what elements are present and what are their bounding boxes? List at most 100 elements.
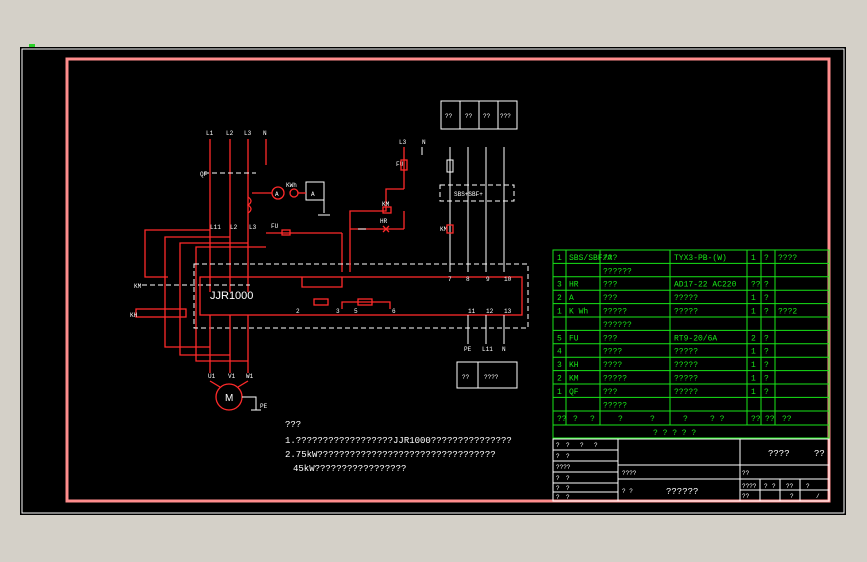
- tb-cell: ?: [556, 475, 560, 482]
- tb-small-cell: ?: [764, 483, 768, 490]
- title-box-cell: ??: [445, 113, 453, 120]
- drawing-name-suffix: ??: [814, 449, 825, 459]
- bom-cell: ????: [603, 348, 622, 357]
- bom-cell: 5: [557, 334, 562, 343]
- bom-cell: 1: [751, 361, 756, 370]
- bom-cell: 1: [557, 254, 562, 263]
- bom-cell: TYX3-PB-(W): [674, 254, 727, 263]
- bom-cell: RT9-20/6A: [674, 334, 717, 343]
- terminal-label: L3: [244, 130, 252, 137]
- tb-cell: ?: [556, 453, 560, 460]
- bom-cell: ?????: [674, 294, 698, 303]
- inner-number: 12: [486, 308, 494, 315]
- bom-cell: ??????: [603, 321, 632, 330]
- bom-cell: K Wh: [569, 308, 588, 317]
- jjr1000-controller: [193, 263, 529, 329]
- inner-number: 13: [504, 308, 512, 315]
- tb-label: ????: [622, 470, 637, 477]
- tb-cell: ?: [594, 442, 598, 449]
- small-box-cell: ??: [462, 374, 470, 381]
- bom-header-cell: ??: [557, 415, 567, 424]
- control-km-label: KM: [382, 201, 390, 208]
- inner-number: 7: [448, 276, 452, 283]
- bom-cell: ?: [764, 334, 769, 343]
- bottom-term-label: L11: [482, 346, 493, 353]
- bom-cell: ???: [603, 254, 618, 263]
- bom-cell: AD17-22 AC220: [674, 281, 737, 290]
- tb-small-cell: ?: [772, 483, 776, 490]
- bom-cell: ????: [778, 254, 797, 263]
- bom-cell: SBS/SBF/A: [569, 254, 612, 263]
- note-line: ???: [285, 420, 301, 430]
- tb-cell: ?: [566, 442, 570, 449]
- tb-bottom-mid: ? ?: [622, 488, 633, 495]
- breaker-tag: FU: [271, 223, 279, 230]
- bom-header-cell: ??: [782, 415, 792, 424]
- inner-number: 9: [486, 276, 490, 283]
- bom-cell: 3: [557, 361, 562, 370]
- bom-cell: ?: [764, 361, 769, 370]
- tb-small-cell: ??: [786, 483, 794, 490]
- tb-label: ??: [742, 470, 750, 477]
- bom-cell: 2: [751, 334, 756, 343]
- bom-cell: 4: [557, 348, 562, 357]
- breaker-tag: L11: [210, 224, 221, 231]
- note-line: 2.75kW?????????????????????????????????: [285, 450, 496, 460]
- tb-small-cell: /: [816, 493, 820, 500]
- terminal-label: L2: [226, 130, 234, 137]
- inner-number: 10: [504, 276, 512, 283]
- note-line: 1.??????????????????JJR1000?????????????…: [285, 436, 512, 446]
- bom-cell: ?: [764, 254, 769, 263]
- motor-terminal: W1: [246, 373, 254, 380]
- bom-cell: ?: [764, 348, 769, 357]
- bom-cell: QF: [569, 388, 579, 397]
- inner-number: 11: [468, 308, 476, 315]
- tb-bottom-right: ??????: [666, 487, 698, 497]
- inner-number: 6: [392, 308, 396, 315]
- tb-small-cell: ?: [806, 483, 810, 490]
- ammeter-symbol: A: [311, 191, 315, 198]
- bom-cell: ?: [764, 388, 769, 397]
- bom-cell: ?: [764, 308, 769, 317]
- inner-number: 2: [296, 308, 300, 315]
- overload-relay-icon: [135, 308, 187, 318]
- bom-cell: ?????: [674, 361, 698, 370]
- bom-cell: 1: [751, 348, 756, 357]
- title-box-cell: ???: [500, 113, 511, 120]
- bom-cell: ???: [603, 334, 618, 343]
- bom-cell: 3: [557, 281, 562, 290]
- control-fu-label: FU: [396, 161, 404, 168]
- terminal-label: L1: [206, 130, 214, 137]
- tb-small-cell: ????: [742, 483, 757, 490]
- tb-small-cell: ??: [742, 493, 750, 500]
- tb-cell: ?: [566, 453, 570, 460]
- tb-cell: ?: [566, 494, 570, 501]
- breaker-tag: L2: [230, 224, 238, 231]
- bom-header-cell: ?: [650, 415, 655, 424]
- bom-cell: ?????: [674, 348, 698, 357]
- qf-label: QF: [200, 171, 208, 178]
- small-box: [456, 361, 518, 389]
- bom-cell: ???2: [778, 308, 797, 317]
- bom-cell: 1: [751, 294, 756, 303]
- bottom-term-label: PE: [464, 346, 472, 353]
- motor-terminal: U1: [208, 373, 216, 380]
- tb-cell: ?: [566, 475, 570, 482]
- bom-cell: KM: [569, 375, 579, 384]
- contactor-label: KM: [134, 283, 142, 290]
- relay-label: KH: [130, 312, 138, 319]
- bom-cell: 1: [751, 375, 756, 384]
- bom-cell: ?: [764, 294, 769, 303]
- bom-cell: ???: [603, 294, 618, 303]
- tb-small-cell: ?: [790, 493, 794, 500]
- bom-cell: ?????: [603, 401, 627, 410]
- bom-cell: ??????: [603, 267, 632, 276]
- bom-cell: ?: [764, 375, 769, 384]
- tb-cell: ????: [556, 464, 571, 471]
- bom-cell: ?????: [603, 308, 627, 317]
- drawing-canvas[interactable]: .w{stroke:#fff;fill:none;stroke-width:1}…: [20, 47, 846, 515]
- bom-cell: A: [569, 294, 574, 303]
- drawing-name: ????: [768, 449, 790, 459]
- bom-header-cell: ? ?: [710, 415, 725, 424]
